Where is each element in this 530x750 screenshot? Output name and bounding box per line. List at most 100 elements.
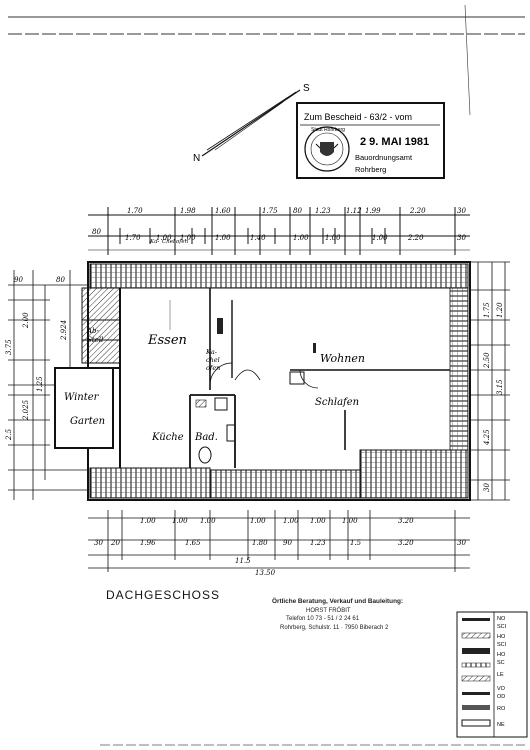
left-dimension-chain [8, 270, 95, 500]
legend-hatch2-icon [461, 675, 491, 682]
room-label-abstell-1: Ab- [86, 327, 100, 335]
small-label-kachelofen-2: Chel [162, 239, 175, 245]
dim-label: 1.00 [342, 517, 358, 525]
room-label-bad: Bad. [194, 432, 218, 443]
stamp-office: Bauordnungsamt [355, 153, 413, 162]
dim-label: 1.00 [200, 517, 216, 525]
dim-label: 30 [457, 207, 466, 215]
legend-label: RO [497, 706, 506, 712]
approval-stamp: Zum Bescheid - 63/2 - vom Stadt Rohrberg… [296, 102, 445, 179]
dim-label: 1.70 [127, 207, 143, 215]
south-label: S [303, 83, 310, 94]
room-label-kueche: Küche [151, 432, 184, 443]
legend-label: SC [497, 660, 505, 666]
dim-label: 1.00 [325, 234, 341, 242]
dim-label: 1.96 [140, 539, 156, 547]
room-label-kachelofen-3: ofen [206, 364, 220, 372]
dim-label: 30 [94, 539, 103, 547]
legend-hatch-icon [461, 632, 491, 639]
dim-label: 1.65 [185, 539, 201, 547]
top-dimension-chain [88, 207, 470, 255]
legend-label: HO [497, 634, 506, 640]
dim-label: 1.75 [483, 302, 491, 318]
legend-roof-icon [461, 662, 491, 668]
contact-info: Örtliche Beratung, Verkauf und Bauleitun… [272, 598, 403, 632]
stair-well [81, 287, 121, 364]
small-label-kachelofen-1: Ka- [149, 239, 159, 245]
room-label-essen: Essen [147, 333, 187, 348]
dim-label: 2.20 [409, 207, 426, 215]
dim-label: 1.00 [172, 517, 188, 525]
room-label-kachelofen-2: chel [206, 356, 220, 364]
room-label-wohnen: Wohnen [320, 352, 365, 365]
legend-label: NE [497, 722, 505, 728]
dim-label: 1.00 [310, 517, 326, 525]
dim-label: 1.70 [125, 234, 141, 242]
dim-label: 4.25 [483, 429, 491, 446]
dim-label: 20 [110, 539, 120, 547]
legend-solid-icon [462, 648, 490, 654]
dim-label: 2.00 [22, 312, 30, 329]
toilet-icon [198, 446, 212, 464]
dim-label: 2.50 [483, 352, 491, 369]
dim-label: 1.20 [496, 302, 504, 318]
dim-label: 1.00 [250, 517, 266, 525]
dim-label: 1.00 [283, 517, 299, 525]
dim-label: 1.00 [156, 234, 172, 242]
right-dimension-labels: 1.75 1.20 2.50 3.15 4.25 30 [483, 302, 504, 492]
bottom-dimension-labels-row1: 1.00 1.00 1.00 1.00 1.00 1.00 1.00 3.20 [140, 517, 414, 525]
stamp-line1: Zum Bescheid - 63/2 - vom [304, 112, 412, 122]
dim-label: 1.23 [310, 539, 326, 547]
legend-label: HO [497, 652, 506, 658]
building [81, 261, 471, 501]
dim-label: 2.20 [407, 234, 424, 242]
dim-label: 30 [457, 539, 466, 547]
dim-label: 2.924 [60, 320, 68, 341]
legend-label: SCI [497, 642, 507, 648]
top-dimension-labels-row1: 1.70 1.98 1.60 1.75 80 1.23 1.12 1.99 2.… [127, 207, 466, 215]
bottom-dimension-labels-row2: 30 20 1.96 1.65 1.80 90 1.23 1.5 3.20 30 [94, 539, 466, 547]
roof-slope-right [449, 287, 469, 451]
dim-label: 1.98 [180, 207, 196, 215]
dim-label: 90 [283, 539, 292, 547]
roof-slope-bottom-right [359, 449, 469, 499]
info-line1: Örtliche Beratung, Verkauf und Bauleitun… [272, 598, 404, 605]
dim-label: 2.5 [5, 428, 13, 441]
dim-label: 1.60 [215, 207, 231, 215]
top-reference-lines [8, 4, 525, 116]
room-label-schlafen: Schlafen [315, 397, 359, 408]
dim-label: 30 [483, 483, 491, 492]
dim-label: 1.00 [293, 234, 309, 242]
dim-label: 3.20 [398, 539, 414, 547]
info-line3: Telefon 10 73 - 51 / 2 24 61 [286, 616, 360, 622]
dim-label: 1.00 [215, 234, 231, 242]
legend-label: VO [497, 686, 506, 692]
stamp-town: Rohrberg [355, 165, 386, 174]
north-label: N [193, 153, 200, 164]
dim-label: 11.5 [235, 557, 251, 565]
room-labels: Essen Wohnen Schlafen Küche Bad. Ab- Ste… [86, 239, 365, 443]
dim-label: 2.025 [22, 399, 30, 421]
roof-slope-top [89, 263, 469, 289]
legend-line-icon [462, 618, 490, 621]
dim-label: 80 [293, 207, 302, 215]
dim-label: 1.00 [180, 234, 196, 242]
right-dimension-chain [470, 261, 510, 501]
small-label-kachelofen-3: ofen [176, 239, 189, 245]
roof-slope-bottom-left [89, 467, 211, 499]
legend-box-icon [461, 719, 491, 727]
north-arrow: N S [193, 83, 310, 164]
left-dimension-labels: 2.00 2.924 3.75 1.25 2.025 2.5 90 80 [5, 276, 68, 441]
legend-label: SCI [497, 624, 507, 630]
legend-label: OD [497, 694, 505, 700]
floor-title: DACHGESCHOSS [106, 588, 221, 602]
dim-label: 3.20 [398, 517, 414, 525]
info-line2: HORST FRÖBIT [306, 607, 351, 614]
room-label-wintergarten-1: Winter [64, 392, 100, 403]
legend-label: LE [497, 672, 504, 678]
dim-label: 80 [92, 228, 101, 236]
dim-label: 1.00 [372, 234, 388, 242]
dim-label: 1.00 [140, 517, 156, 525]
interior-walls [119, 288, 450, 468]
